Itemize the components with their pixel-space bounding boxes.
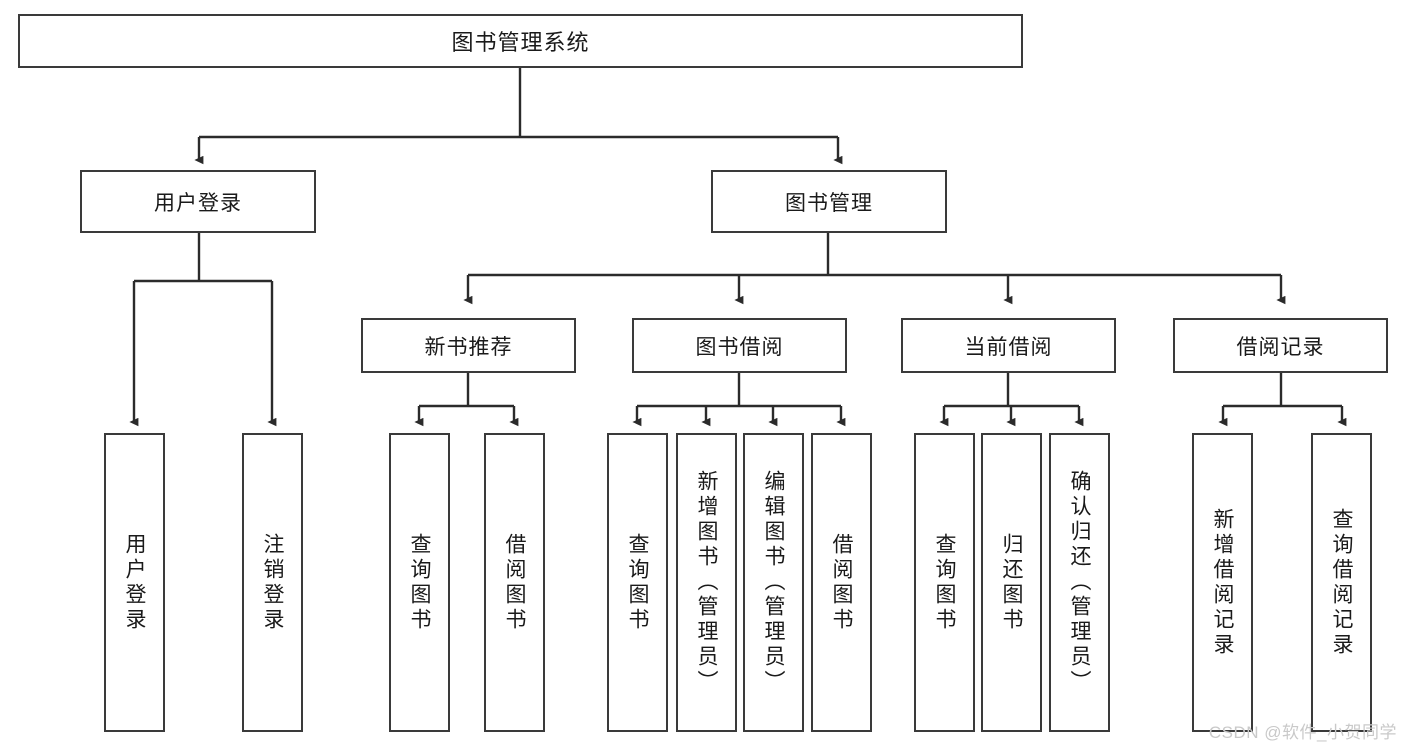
node-borrow-record-label: 借阅记录: [1236, 335, 1325, 359]
leaf-new-book-query[interactable]: 查询图书: [389, 433, 450, 732]
leaf-book-borrow-edit-label: 编辑图书（管理员）: [762, 470, 785, 695]
leaf-current-borrow-query[interactable]: 查询图书: [914, 433, 975, 732]
node-root-system-label: 图书管理系统: [451, 30, 590, 55]
leaf-book-borrow-add-label: 新增图书（管理员）: [695, 470, 718, 695]
leaf-borrow-record-add-label: 新增借阅记录: [1211, 507, 1234, 658]
node-new-book-recommend[interactable]: 新书推荐: [361, 318, 576, 373]
leaf-user-login-login[interactable]: 用户登录: [104, 433, 165, 732]
node-current-borrow[interactable]: 当前借阅: [901, 318, 1116, 373]
node-new-book-recommend-label: 新书推荐: [424, 335, 513, 359]
leaf-current-borrow-return-label: 归还图书: [1000, 532, 1023, 633]
leaf-book-borrow-query[interactable]: 查询图书: [607, 433, 668, 732]
leaf-borrow-record-query[interactable]: 查询借阅记录: [1311, 433, 1372, 732]
leaf-book-borrow-query-label: 查询图书: [626, 532, 649, 633]
leaf-borrow-record-add[interactable]: 新增借阅记录: [1192, 433, 1253, 732]
leaf-current-borrow-return[interactable]: 归还图书: [981, 433, 1042, 732]
leaf-new-book-query-label: 查询图书: [408, 532, 431, 633]
node-book-management-label: 图书管理: [785, 191, 873, 215]
leaf-book-borrow-add[interactable]: 新增图书（管理员）: [676, 433, 737, 732]
watermark-text: CSDN @软件_小贺同学: [1208, 723, 1397, 742]
node-book-borrow-label: 图书借阅: [695, 335, 784, 359]
leaf-book-borrow-edit[interactable]: 编辑图书（管理员）: [743, 433, 804, 732]
leaf-current-borrow-confirm-label: 确认归还（管理员）: [1068, 470, 1091, 695]
node-borrow-record[interactable]: 借阅记录: [1173, 318, 1388, 373]
node-user-login[interactable]: 用户登录: [80, 170, 316, 233]
node-book-management[interactable]: 图书管理: [711, 170, 947, 233]
leaf-current-borrow-query-label: 查询图书: [933, 532, 956, 633]
node-book-borrow[interactable]: 图书借阅: [632, 318, 847, 373]
leaf-new-book-borrow[interactable]: 借阅图书: [484, 433, 545, 732]
node-root-system[interactable]: 图书管理系统: [18, 14, 1023, 68]
leaf-new-book-borrow-label: 借阅图书: [503, 532, 526, 633]
leaf-borrow-record-query-label: 查询借阅记录: [1330, 507, 1353, 658]
leaf-current-borrow-confirm[interactable]: 确认归还（管理员）: [1049, 433, 1110, 732]
leaf-book-borrow-borrow-label: 借阅图书: [830, 532, 853, 633]
node-current-borrow-label: 当前借阅: [964, 335, 1053, 359]
leaf-book-borrow-borrow[interactable]: 借阅图书: [811, 433, 872, 732]
node-user-login-label: 用户登录: [154, 191, 242, 215]
leaf-user-login-logout-label: 注销登录: [261, 532, 284, 633]
leaf-user-login-login-label: 用户登录: [123, 532, 146, 633]
leaf-user-login-logout[interactable]: 注销登录: [242, 433, 303, 732]
